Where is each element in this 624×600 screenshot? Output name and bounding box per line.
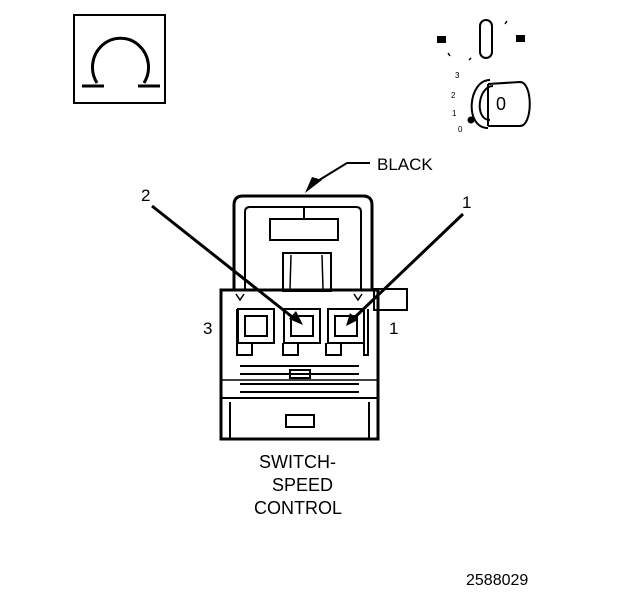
pin-label-3: 3	[203, 319, 213, 338]
ignition-current-position: 0	[496, 94, 507, 114]
ignition-position-2: 2	[451, 91, 456, 100]
pin-label-1: 1	[462, 193, 472, 212]
description-line-3: CONTROL	[254, 498, 343, 518]
connector-face-icon	[219, 194, 408, 441]
ohm-symbol-icon	[73, 14, 166, 104]
pin-2-leader-arrow	[151, 204, 303, 325]
pin-cavity-1	[327, 308, 365, 344]
ignition-position-3: 3	[455, 71, 460, 80]
ignition-key-icon	[437, 19, 531, 129]
connector-color-label: BLACK	[377, 155, 433, 174]
latch-arrows	[235, 293, 363, 302]
pin-cavity-2	[283, 308, 321, 344]
description-line-2: SPEED	[272, 475, 334, 495]
color-callout-arrow	[305, 162, 370, 193]
pin-cavity-3	[237, 308, 275, 344]
ignition-position-1: 1	[452, 109, 457, 118]
pin-1-leader-arrow	[346, 212, 465, 326]
pin-label-2: 2	[141, 186, 151, 205]
pin-label-1-side: 1	[389, 319, 399, 338]
figure-id: 2588029	[466, 572, 529, 589]
ignition-position-0: 0	[458, 125, 463, 134]
description-line-1: SWITCH-	[259, 452, 336, 472]
